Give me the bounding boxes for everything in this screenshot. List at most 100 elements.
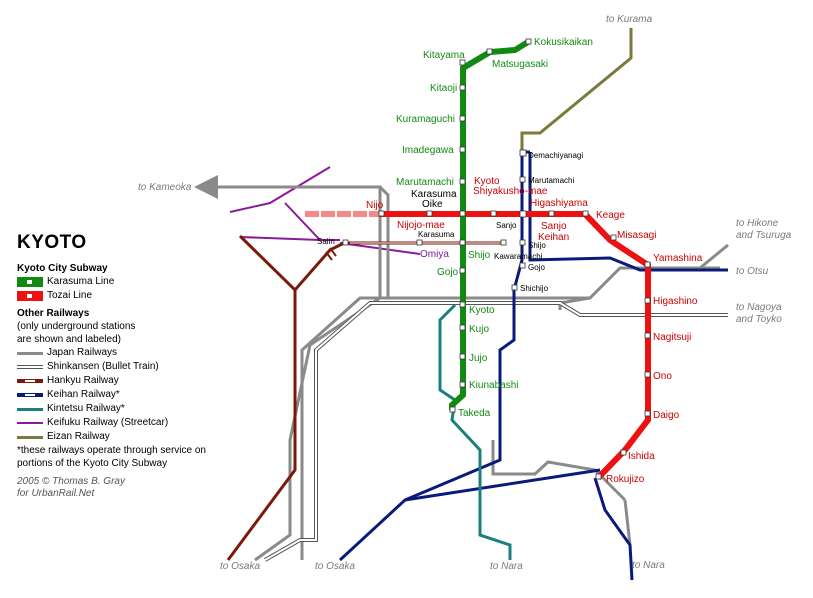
station-ishida[interactable]: Ishida — [628, 451, 655, 462]
legend-other-note-2: are shown and labeled) — [17, 334, 121, 345]
station-gojo-keihan[interactable]: Gojo — [528, 263, 545, 272]
station-markers — [342, 38, 651, 480]
station-gojo[interactable]: Gojo — [437, 267, 459, 278]
legend-other-note-1: (only underground stations — [17, 321, 136, 332]
keihan-swatch — [17, 390, 43, 400]
station-rokujizo[interactable]: Rokujizo — [606, 474, 645, 485]
station-marutamachi-keihan[interactable]: Marutamachi — [528, 176, 574, 185]
dest-nagoya-2: and Toyko — [736, 314, 782, 325]
station-matsugasaki[interactable]: Matsugasaki — [492, 59, 548, 70]
kintetsu-swatch — [17, 404, 43, 414]
hankyu-railway — [226, 234, 505, 561]
station-higashino[interactable]: Higashino — [653, 296, 698, 307]
station-demachiyanagi[interactable]: Demachiyanagi — [528, 151, 583, 160]
jr-swatch — [17, 348, 43, 358]
station-omiya[interactable]: Omiya — [420, 249, 449, 260]
station-kokusaikaikan[interactable]: Kokusikaikan — [534, 37, 593, 48]
legend-keihan-label: Keihan Railway* — [47, 389, 120, 400]
destination-labels: to Kurama to Kameoka to Hikone and Tsuru… — [138, 14, 792, 572]
station-kitayama[interactable]: Kitayama — [423, 50, 465, 61]
legend-eizan-label: Eizan Railway — [47, 431, 110, 442]
station-keage[interactable]: Keage — [596, 210, 625, 221]
dest-nagoya: to Nagoya — [736, 302, 782, 313]
legend-tozai-label: Tozai Line — [47, 290, 93, 301]
japan-railways — [194, 175, 729, 562]
station-karasuma-oike[interactable]: Karasuma — [411, 189, 457, 200]
station-yamashina[interactable]: Yamashina — [653, 253, 703, 264]
station-jujo[interactable]: Jujo — [469, 353, 488, 364]
legend-keifuku-label: Keifuku Railway (Streetcar) — [47, 417, 169, 428]
dest-kurama: to Kurama — [606, 14, 653, 25]
station-shijo-keihan[interactable]: Shijo — [528, 241, 546, 250]
station-daigo[interactable]: Daigo — [653, 410, 680, 421]
station-kawaramachi[interactable]: Kawaramachi — [494, 252, 543, 261]
dest-nara-kintetsu: to Nara — [490, 561, 523, 572]
map-legend: KYOTO Kyoto City Subway Karasuma Line To… — [17, 232, 247, 500]
tozai-swatch — [17, 291, 43, 301]
station-kyoto[interactable]: Kyoto — [469, 305, 495, 316]
other-station-labels: Demachiyanagi Marutamachi Sanjo Shijo Ka… — [317, 151, 583, 293]
station-nijo[interactable]: Nijo — [366, 200, 384, 211]
legend-shinkansen-label: Shinkansen (Bullet Train) — [47, 361, 159, 372]
dest-osaka-keihan: to Osaka — [315, 561, 355, 572]
station-shiyakusho-mae-2: Shiyakusho-mae — [473, 186, 548, 197]
station-sanjo-keihan[interactable]: Sanjo — [541, 221, 567, 232]
dest-kameoka: to Kameoka — [138, 182, 192, 193]
credit-line-2: for UrbanRail.Net — [17, 488, 95, 499]
kintetsu-railway — [438, 303, 512, 560]
legend-hankyu-label: Hankyu Railway — [47, 375, 119, 386]
legend-karasuma-label: Karasuma Line — [47, 276, 115, 287]
station-shichijo[interactable]: Shichijo — [520, 284, 549, 293]
station-shijo[interactable]: Shijo — [468, 250, 491, 261]
map-title: KYOTO — [17, 232, 87, 253]
hankyu-swatch — [17, 376, 43, 386]
legend-row-keihan: Keihan Railway* — [17, 388, 247, 402]
station-sanjo-keihan-2: Keihan — [538, 232, 569, 243]
station-shiyakusho-mae[interactable]: Kyoto — [474, 176, 500, 187]
dest-nara-jr: to Nara — [632, 560, 665, 571]
station-kuramaguchi[interactable]: Kuramaguchi — [396, 114, 455, 125]
legend-other-heading: Other Railways — [17, 308, 90, 319]
station-misasagi[interactable]: Misasagi — [617, 230, 656, 241]
eizan-railway — [520, 28, 633, 152]
karasuma-labels: Kokusikaikan Matsugasaki Kitayama Kitaoj… — [396, 37, 593, 419]
legend-row-keifuku: Keifuku Railway (Streetcar) — [17, 416, 247, 430]
station-takeda[interactable]: Takeda — [458, 408, 491, 419]
legend-row-tozai: Tozai Line — [17, 289, 247, 303]
legend-row-karasuma: Karasuma Line — [17, 275, 247, 289]
credit-line-1: 2005 © Thomas B. Gray — [17, 476, 125, 487]
karasuma-swatch — [17, 277, 43, 287]
dest-otsu: to Otsu — [736, 266, 769, 277]
tozai-line — [305, 211, 651, 481]
legend-subway-heading: Kyoto City Subway — [17, 263, 108, 274]
legend-footnote-1: *these railways operate through service … — [17, 445, 206, 456]
station-nagitsuji[interactable]: Nagitsuji — [653, 332, 691, 343]
eizan-swatch — [17, 432, 43, 442]
station-karasuma-oike-2: Oike — [422, 199, 443, 210]
station-higashiyama[interactable]: Higashiyama — [530, 198, 588, 209]
keifuku-swatch — [17, 418, 43, 428]
legend-jr-label: Japan Railways — [47, 347, 118, 358]
dest-osaka-hankyu: to Osaka — [220, 561, 260, 572]
shinkansen-swatch — [17, 362, 43, 372]
station-imadegawa[interactable]: Imadegawa — [402, 145, 454, 156]
legend-kintetsu-label: Kintetsu Railway* — [47, 403, 125, 414]
tozai-labels: Nijo Nijojo-mae Kyoto Shiyakusho-mae San… — [366, 176, 703, 485]
station-saiin[interactable]: Saiin — [317, 237, 335, 246]
dest-hikone-2: and Tsuruga — [736, 230, 792, 241]
station-kuinabashi[interactable]: Kiunabashi — [469, 380, 518, 391]
station-kitaoji[interactable]: Kitaoji — [430, 83, 457, 94]
station-karasuma-hankyu[interactable]: Karasuma — [418, 230, 455, 239]
legend-row-kintetsu: Kintetsu Railway* — [17, 402, 247, 416]
legend-row-shinkansen: Shinkansen (Bullet Train) — [17, 360, 247, 374]
station-kujo[interactable]: Kujo — [469, 324, 489, 335]
dest-hikone: to Hikone — [736, 218, 779, 229]
station-sanjo[interactable]: Sanjo — [496, 221, 517, 230]
station-marutamachi[interactable]: Marutamachi — [396, 177, 454, 188]
karasuma-oike-label: Karasuma Oike — [411, 189, 457, 210]
station-ono[interactable]: Ono — [653, 371, 672, 382]
station-nijojo-mae[interactable]: Nijojo-mae — [397, 220, 445, 231]
legend-footnote-2: portions of the Kyoto City Subway — [17, 458, 168, 469]
karasuma-line — [449, 39, 530, 410]
